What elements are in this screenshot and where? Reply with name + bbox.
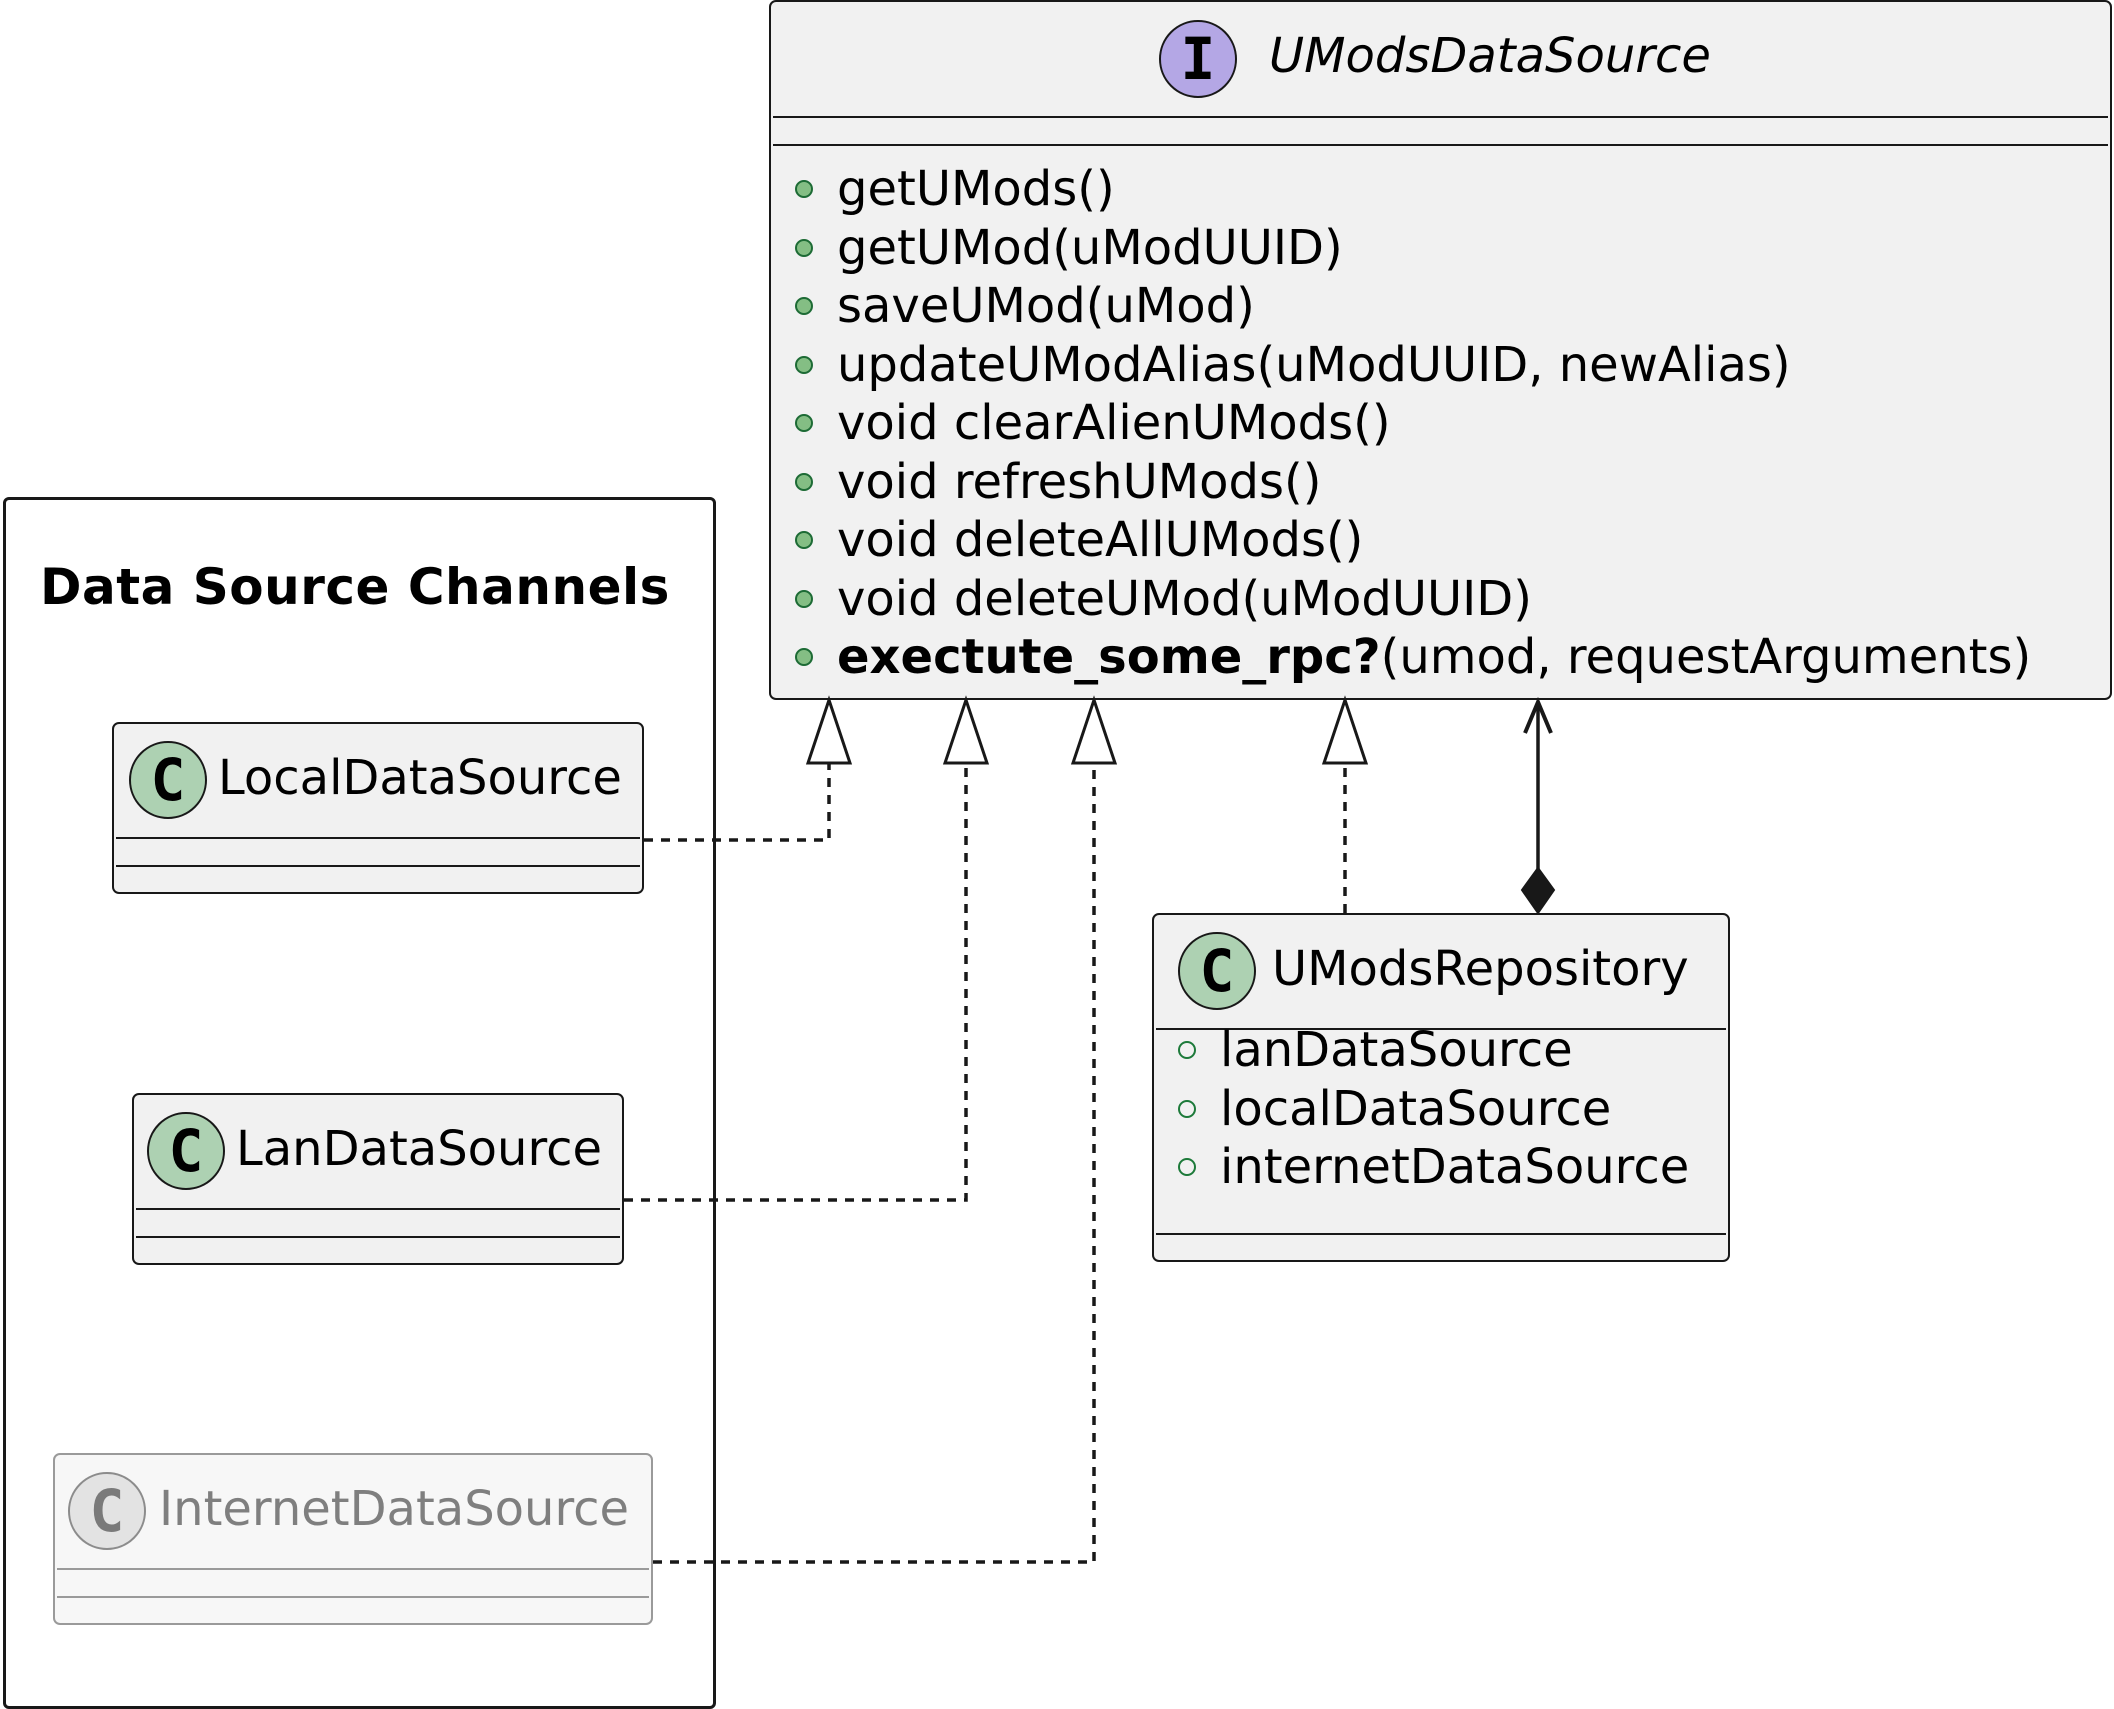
public-method-icon bbox=[795, 531, 813, 549]
public-method-icon bbox=[795, 648, 813, 666]
interface-method: void deleteUMod(uModUUID) bbox=[795, 570, 1532, 628]
public-field-icon bbox=[1178, 1158, 1196, 1176]
realization-arrowhead-internet bbox=[1070, 695, 1118, 765]
composition-diamond bbox=[1520, 866, 1556, 915]
realization-arrowhead-lan bbox=[942, 695, 990, 765]
class-separator bbox=[136, 1236, 620, 1238]
class-name: LocalDataSource bbox=[218, 750, 622, 806]
interface-badge-icon: I bbox=[1159, 20, 1237, 98]
class-separator bbox=[116, 837, 640, 839]
interface-name: UModsDataSource bbox=[1269, 28, 1711, 84]
field-name: internetDataSource bbox=[1220, 1139, 1690, 1195]
field-name: localDataSource bbox=[1220, 1080, 1612, 1137]
class-badge-icon: C bbox=[1178, 932, 1256, 1010]
realization-arrowhead-local bbox=[805, 695, 853, 765]
class-badge-icon: C bbox=[129, 741, 207, 819]
interface-method: void deleteAllUMods() bbox=[795, 511, 1363, 569]
class-separator bbox=[1156, 1233, 1726, 1235]
method-name: void deleteUMod(uModUUID) bbox=[837, 570, 1532, 627]
method-name: saveUMod(uMod) bbox=[837, 278, 1255, 334]
public-method-icon bbox=[795, 414, 813, 432]
realization-local bbox=[644, 763, 831, 842]
public-method-icon bbox=[795, 238, 813, 257]
interface-umodsdatasource[interactable]: I UModsDataSource getUMods()getUMod(uMod… bbox=[769, 0, 2112, 700]
realization-internet bbox=[653, 763, 1096, 1564]
class-badge-icon: C bbox=[147, 1112, 225, 1190]
realization-lan bbox=[624, 763, 968, 1202]
class-name: LanDataSource bbox=[236, 1121, 603, 1177]
class-internetdatasource[interactable]: C InternetDataSource bbox=[53, 1453, 653, 1625]
realization-arrowhead-repository bbox=[1321, 695, 1369, 765]
public-field-icon bbox=[1178, 1099, 1196, 1118]
class-separator bbox=[57, 1596, 649, 1598]
interface-method: getUMod(uModUUID) bbox=[795, 219, 1343, 277]
interface-separator bbox=[773, 116, 2108, 118]
class-name: UModsRepository bbox=[1272, 941, 1689, 997]
interface-method: exectute_some_rpc?(umod, requestArgument… bbox=[795, 628, 2031, 686]
repository-field: lanDataSource bbox=[1178, 1021, 1573, 1079]
class-separator bbox=[116, 865, 640, 867]
interface-method: updateUModAlias(uModUUID, newAlias) bbox=[795, 336, 1791, 394]
class-localdatasource[interactable]: C LocalDataSource bbox=[112, 722, 644, 894]
public-method-icon bbox=[795, 180, 813, 198]
interface-method: saveUMod(uMod) bbox=[795, 277, 1255, 335]
class-separator bbox=[136, 1208, 620, 1210]
public-method-icon bbox=[795, 297, 813, 315]
public-method-icon bbox=[795, 355, 813, 374]
public-method-icon bbox=[795, 472, 813, 491]
method-name: exectute_some_rpc? bbox=[837, 629, 1381, 685]
method-name: void deleteAllUMods() bbox=[837, 512, 1364, 568]
class-badge-icon: C bbox=[68, 1472, 146, 1550]
package-title: Data Source Channels bbox=[40, 558, 670, 616]
field-name: lanDataSource bbox=[1220, 1022, 1573, 1078]
interface-method: void refreshUMods() bbox=[795, 453, 1321, 511]
class-separator bbox=[57, 1568, 649, 1570]
interface-method: getUMods() bbox=[795, 160, 1115, 218]
class-separator bbox=[1156, 1028, 1726, 1030]
class-name: InternetDataSource bbox=[159, 1481, 630, 1537]
method-name: getUMod(uModUUID) bbox=[837, 219, 1343, 276]
interface-separator bbox=[773, 144, 2108, 146]
repository-field: localDataSource bbox=[1178, 1080, 1611, 1138]
class-landatasource[interactable]: C LanDataSource bbox=[132, 1093, 624, 1265]
method-name: updateUModAlias(uModUUID, newAlias) bbox=[837, 336, 1791, 393]
interface-method: void clearAlienUMods() bbox=[795, 394, 1391, 452]
method-name: void refreshUMods() bbox=[837, 453, 1322, 510]
method-name: getUMods() bbox=[837, 161, 1115, 217]
method-name: void clearAlienUMods() bbox=[837, 395, 1391, 451]
method-params: (umod, requestArguments) bbox=[1380, 629, 2032, 685]
public-field-icon bbox=[1178, 1041, 1196, 1059]
public-method-icon bbox=[795, 589, 813, 608]
repository-field: internetDataSource bbox=[1178, 1138, 1689, 1196]
composition-arrowhead bbox=[1523, 696, 1553, 734]
